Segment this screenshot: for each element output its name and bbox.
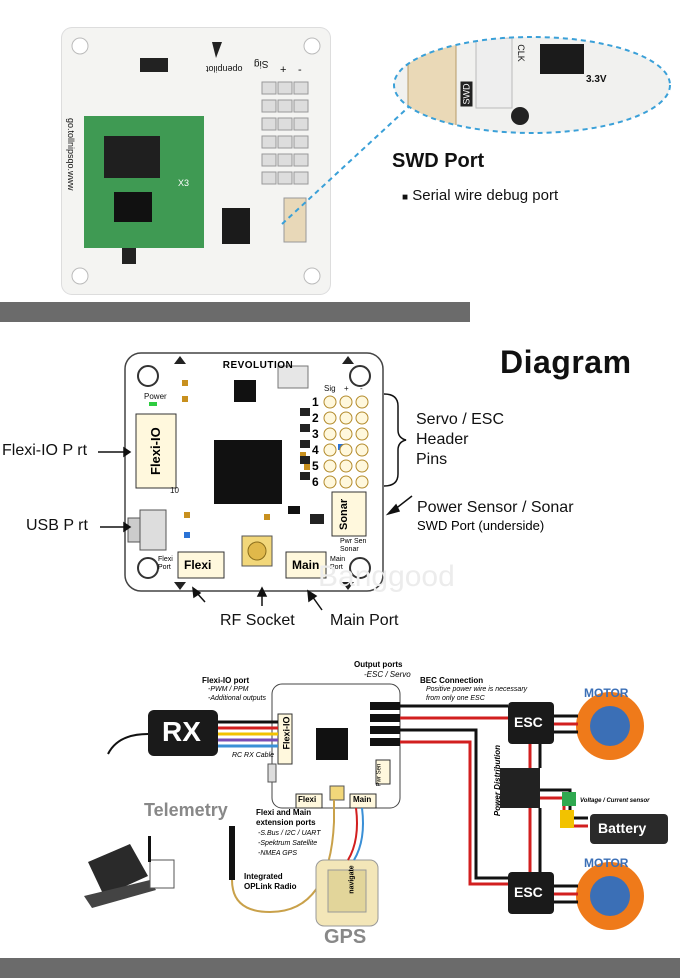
power-led-label: Power [144,392,167,401]
pwr-sen-sonar-label: Pwr Sen Sonar [340,538,367,553]
bec-connection-title: BEC Connection [420,676,484,685]
power-distribution-label: Power Distribution [493,744,503,817]
board-outline [124,352,384,592]
flexi-main-title-1: Flexi and Main [256,808,312,817]
header-sig-label: Sig [324,384,336,393]
output-ports-sub: -ESC / Servo [364,670,411,679]
plus-label: + [280,64,287,76]
swd-port-title: SWD Port [392,150,485,172]
servo-esc-header-label: Servo / ESC Header Pins [416,411,505,468]
flexi-io-sub-1: -PWM / PPM [208,686,249,693]
integrated-radio-1: Integrated [244,872,283,881]
gps-label: GPS [324,926,367,948]
bec-sub-1: Positive power wire is necessary [426,686,528,693]
board-pwr-sen-label: Pwr Sen [376,763,383,787]
rc-rx-cable-label: RC RX Cable [232,752,275,759]
bullet-icon: ■ [402,192,409,203]
swd-port-description: ■ Serial wire debug port [402,187,558,204]
battery-label: Battery [598,820,647,836]
logo-text: openpilot [206,64,243,74]
swd-underside-label: SWD Port (underside) [417,518,545,533]
main-board-label: Main [292,558,320,572]
flexi-main-title-2: extension ports [256,818,316,827]
main-port-label: Main Port [330,556,346,571]
pin-number: 6 [312,475,319,489]
motor-top-label: MOTOR [584,686,629,700]
pin-number: 3 [312,427,319,441]
swd-port-bullet-text: Serial wire debug port [412,187,559,204]
integrated-radio-2: OPLink Radio [244,882,297,891]
pin-numbers: 1 2 3 4 5 6 [312,394,319,490]
flight-controller-photo: go.tollnipsqo.www Sig + - X3 openpilot [62,28,330,294]
board-diagram: REVOLUTION Power Flexi-IO 10 Sig + - 1 2… [124,352,384,592]
usb-port-label: USB P rt [26,517,88,534]
pin-ten-label: 10 [170,486,179,495]
esc-top-label: ESC [514,714,543,730]
pin-label-clk: CLK [515,44,526,62]
flexi-main-sub-2: -Spektrum Satellite [258,840,318,847]
output-ports-label: Output ports [354,660,403,669]
swd-zoom-callout: 3.3V CLK SWD [390,32,674,138]
pcb-photo-drawing [62,28,330,294]
zoom-drawing [393,36,671,134]
pin-number: 1 [312,395,319,409]
header-minus-label: - [360,384,363,393]
rf-socket-label: RF Socket [220,612,295,629]
power-sensor-label: Power Sensor / Sonar [417,499,574,516]
main-port-label-bottom: Main Port [330,612,399,629]
x3-label: X3 [178,178,190,188]
flexi-board-label: Flexi [184,558,212,572]
diagram-title: Diagram [500,344,632,380]
board-flexi-io-label: Flexi-IO [281,716,292,750]
board-main-label: Main [353,795,372,804]
board-flexi-label: Flexi [298,795,317,804]
pin-number: 2 [312,411,319,425]
telemetry-label: Telemetry [144,800,228,820]
gps-brand: navigate [348,865,356,894]
flexi-port-label: Flexi Port [158,556,173,571]
header-plus-label: + [344,384,349,393]
pin-number: 5 [312,459,319,473]
wiring-diagram [84,683,668,930]
watermark: Banggood [318,560,455,593]
flexi-main-sub-3: -NMEA GPS [258,850,298,857]
flexi-io-port-label: Flexi-IO P rt [2,442,88,459]
pin-number: 4 [312,443,319,457]
esc-bottom-label: ESC [514,884,543,900]
section-divider [0,302,470,322]
voltage-sensor-label: Voltage / Current sensor [580,798,650,804]
callout-pointer [281,101,415,225]
diagram-arrows [98,393,413,611]
motor-bottom-label: MOTOR [584,856,629,870]
sig-label: Sig [254,58,269,69]
pin-label-3v3: 3.3V [586,74,607,85]
flexi-io-port-wiring-label: Flexi-IO port [202,676,250,685]
bec-sub-2: from only one ESC [426,695,485,702]
board-name: REVOLUTION [222,360,294,371]
bottom-divider [0,958,680,978]
flexi-main-sub-1: -S.Bus / I2C / UART [258,830,321,837]
rx-label: RX [162,716,201,747]
flexi-io-sub-2: -Additional outputs [208,695,266,702]
minus-label: - [298,64,302,76]
website-text: go.tollnipsqo.www [66,118,76,191]
pin-label-swd: SWD [460,81,473,107]
